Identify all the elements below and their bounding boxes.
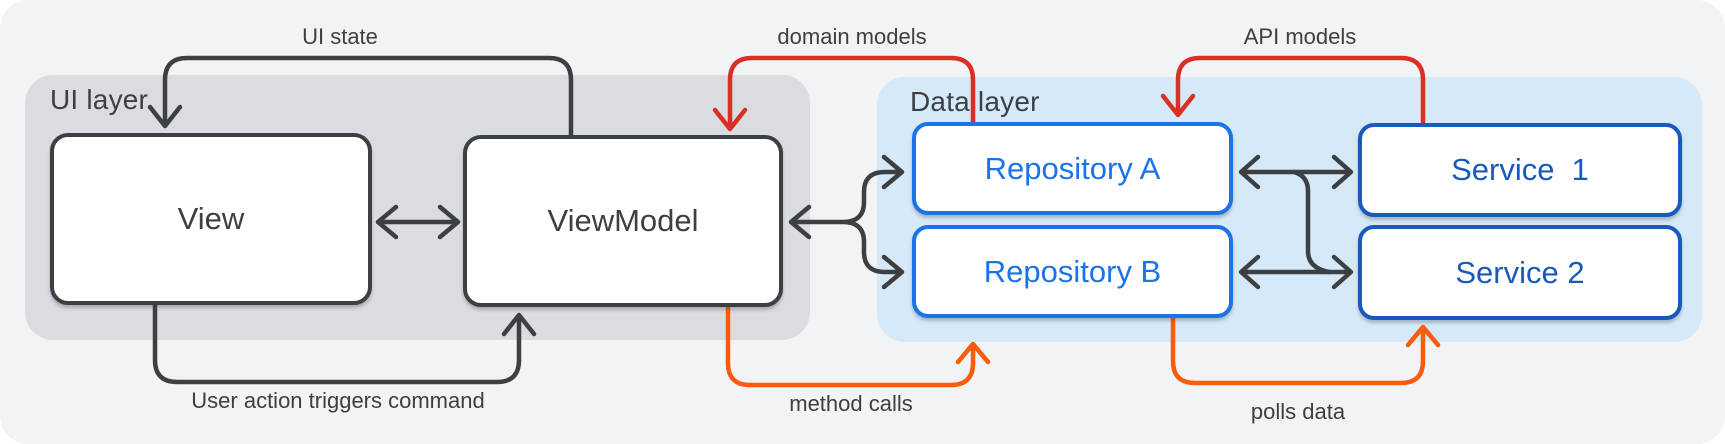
method-calls-arrow-line — [725, 304, 991, 388]
node-view-label: View — [177, 201, 245, 236]
edge-label-user-action: User action triggers command — [191, 388, 485, 413]
edge-label-domain-models: domain models — [777, 24, 927, 49]
data-layer-label: Data layer — [910, 86, 1040, 117]
edge-label-polls-data: polls data — [1250, 399, 1346, 424]
edge-polls-data — [1170, 315, 1441, 386]
edge-label-ui-state: UI state — [302, 24, 378, 49]
node-viewmodel: ViewModel — [463, 135, 783, 307]
domain-models-arrow-line — [712, 55, 976, 132]
node-service-2-label: Service 2 — [1455, 254, 1585, 290]
edge-user-action — [152, 302, 537, 385]
node-service-1-label: Service 1 — [1451, 152, 1589, 187]
edge-repo-b-service-2 — [1238, 254, 1354, 290]
ui-layer-label: UI layer — [50, 84, 149, 115]
node-service-1: Service 1 — [1358, 123, 1682, 217]
edge-api-models — [1160, 55, 1426, 126]
node-repository-a-label: Repository A — [984, 150, 1161, 186]
node-repository-b: Repository B — [912, 225, 1233, 318]
node-view: View — [50, 133, 372, 305]
s-connector-line — [1291, 169, 1332, 275]
node-viewmodel-label: ViewModel — [547, 203, 699, 238]
edge-cross-connector — [1291, 169, 1332, 275]
double-arrow-line — [375, 204, 461, 240]
edge-label-api-models: API models — [1243, 24, 1357, 49]
user-action-arrow-line — [152, 302, 537, 385]
edge-viewmodel-fork — [788, 154, 905, 290]
node-repository-a: Repository A — [912, 122, 1233, 215]
edge-method-calls — [725, 304, 991, 388]
polls-data-arrow-line — [1170, 315, 1441, 386]
edge-view-viewmodel — [375, 204, 461, 240]
edge-ui-state — [147, 55, 574, 138]
edge-domain-models — [712, 55, 976, 132]
ui-state-arrow-line — [147, 55, 574, 138]
node-repository-b-label: Repository B — [983, 253, 1162, 289]
fork-arrow-line — [788, 154, 905, 290]
node-service-2: Service 2 — [1358, 225, 1682, 320]
edge-label-method-calls: method calls — [789, 391, 913, 416]
double-arrow-line — [1238, 254, 1354, 290]
api-models-arrow-line — [1160, 55, 1426, 126]
